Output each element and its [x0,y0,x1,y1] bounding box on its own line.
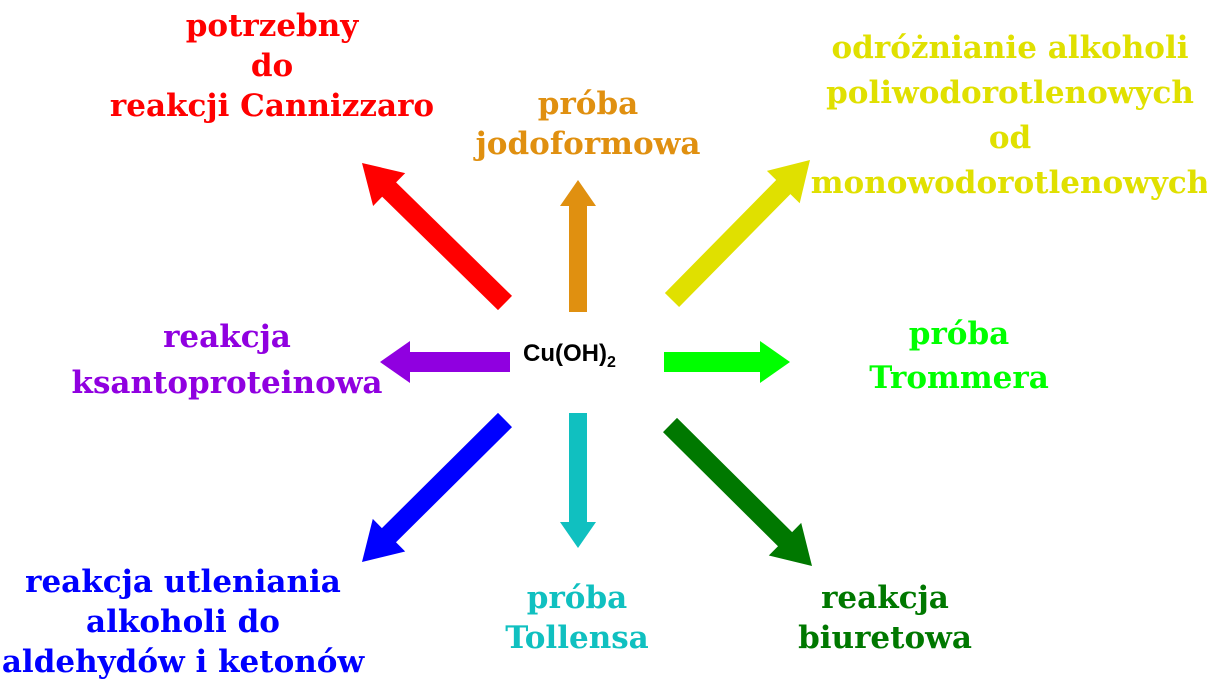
label-utleniania-line-2: alkoholi do [86,604,280,640]
label-cannizzaro-line-2: do [250,48,294,84]
arrow-biuretowa [663,417,812,566]
arrow-cannizzaro [362,163,512,311]
arrow-ksantoproteinowa [380,341,510,383]
arrow-utleniania [362,412,512,562]
label-utleniania-line-1: reakcja utleniania [25,564,341,600]
label-cannizzaro: potrzebny do reakcji Cannizzaro [110,6,434,126]
label-alkohole-line-1: odróżnianie alkoholi [831,30,1189,66]
label-tollensa-line-1: próba [526,580,628,616]
label-biuretowa-line-1: reakcja [821,580,949,616]
label-cannizzaro-line-3: reakcji Cannizzaro [109,88,435,124]
label-cannizzaro-line-1: potrzebny [185,8,359,44]
label-alkohole-line-4: monowodorotlenowych [810,165,1207,201]
label-tollensa-line-2: Tollensa [505,620,649,656]
label-tollensa: próba Tollensa [505,578,649,658]
label-jodoformowa: próba jodoformowa [476,84,701,164]
label-alkohole-line-3: od [988,120,1032,156]
label-trommera-line-2: Trommera [869,360,1049,396]
arrow-jodoformowa [560,180,596,312]
arrow-trommera [664,341,790,383]
label-trommera-line-1: próba [908,316,1010,352]
label-alkohole-line-2: poliwodorotlenowych [826,75,1194,111]
label-biuretowa: reakcja biuretowa [798,578,972,658]
label-jodoformowa-line-2: jodoformowa [475,126,701,162]
label-jodoformowa-line-1: próba [537,86,639,122]
label-ksantoproteinowa: reakcja ksantoproteinowa [71,314,382,406]
label-ksantoproteinowa-line-2: ksantoproteinowa [71,365,383,401]
label-utleniania-line-3: aldehydów i ketonów [1,644,365,680]
center-formula-subscript: 2 [606,354,616,371]
label-utleniania: reakcja utleniania alkoholi do aldehydów… [2,562,364,681]
label-trommera: próba Trommera [869,312,1049,400]
label-alkohole: odróżnianie alkoholi poliwodorotlenowych… [811,26,1207,206]
label-biuretowa-line-2: biuretowa [798,620,972,656]
arrow-alkohole [664,160,810,307]
center-formula: Cu(OH)2 [523,340,616,372]
arrow-tollensa [560,413,596,548]
center-formula-text: Cu(OH) [523,340,607,367]
label-ksantoproteinowa-line-1: reakcja [163,319,291,355]
